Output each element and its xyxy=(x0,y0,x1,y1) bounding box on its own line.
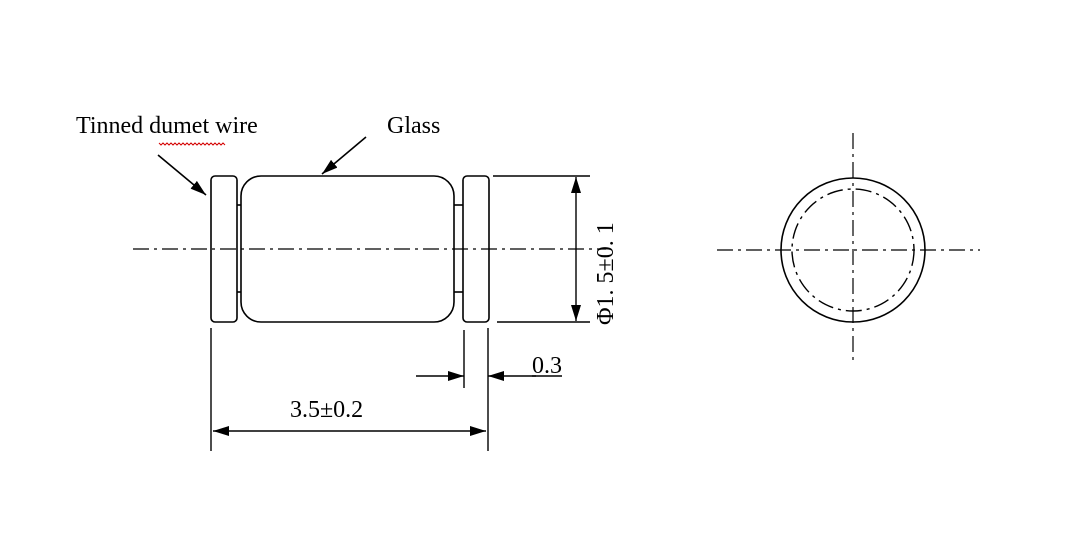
left-end-cap xyxy=(210,175,238,323)
length-dimension xyxy=(210,328,489,451)
diameter-label: Φ1. 5±0. 1 xyxy=(593,222,619,325)
end-view xyxy=(717,133,980,362)
glass-label: Glass xyxy=(387,113,440,139)
length-label: 3.5±0.2 xyxy=(290,397,363,423)
diameter-dimension xyxy=(493,175,590,323)
gap-label: 0.3 xyxy=(532,353,562,379)
gap-dimension xyxy=(416,330,562,388)
wire-label: Tinned dumet wire xyxy=(76,113,258,139)
wire-leader-arrow xyxy=(157,154,207,196)
spellcheck-underline xyxy=(158,142,226,146)
glass-leader-arrow xyxy=(321,136,367,175)
